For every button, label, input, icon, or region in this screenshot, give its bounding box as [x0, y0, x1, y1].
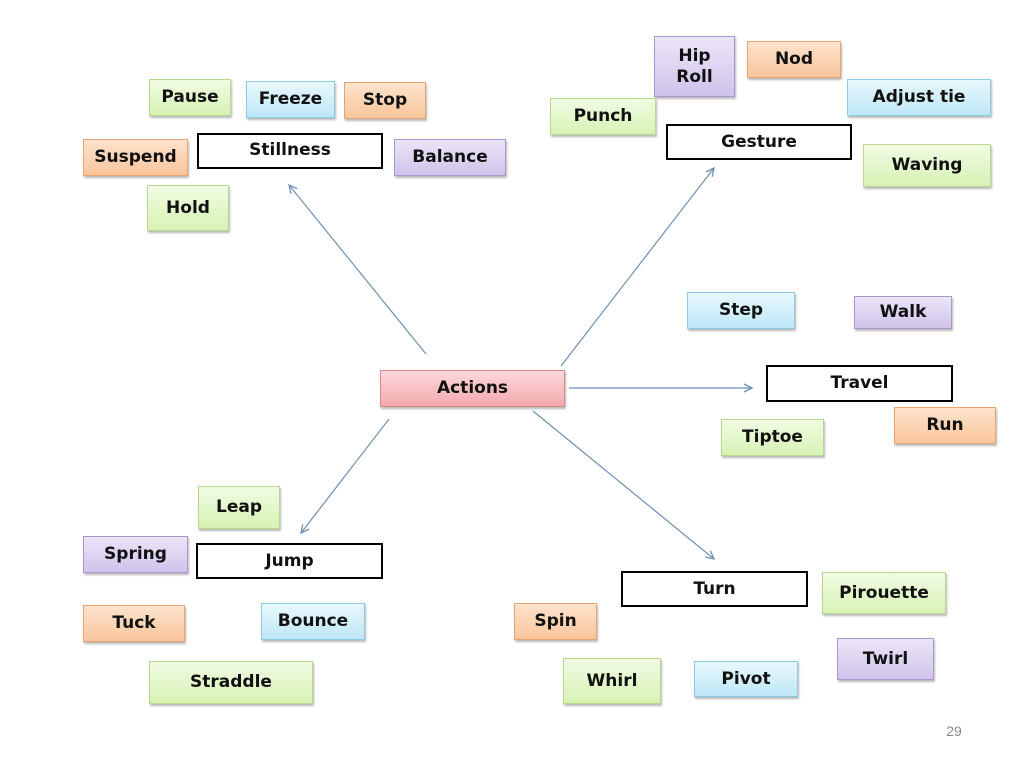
word-balance: Balance — [394, 139, 506, 176]
arrow-to-stillness — [288, 183, 427, 355]
word-straddle: Straddle — [149, 661, 313, 704]
word-pivot: Pivot — [694, 661, 798, 697]
word-step: Step — [687, 292, 795, 329]
arrow-to-gesture — [560, 166, 715, 367]
page-number: 29 — [946, 723, 962, 739]
word-tuck: Tuck — [83, 605, 185, 642]
word-hold: Hold — [147, 185, 229, 231]
category-turn: Turn — [621, 571, 808, 607]
actions-center-node: Actions — [380, 370, 565, 407]
word-stop: Stop — [344, 82, 426, 119]
word-twirl: Twirl — [837, 638, 934, 680]
word-tiptoe: Tiptoe — [721, 419, 824, 456]
word-leap: Leap — [198, 486, 280, 529]
word-adjust-tie: Adjust tie — [847, 79, 991, 116]
category-stillness: Stillness — [197, 133, 383, 169]
arrow-to-turn — [532, 410, 716, 560]
word-whirl: Whirl — [563, 658, 661, 704]
word-nod: Nod — [747, 41, 841, 78]
word-bounce: Bounce — [261, 603, 365, 640]
word-hip-roll: Hip Roll — [654, 36, 735, 97]
word-punch: Punch — [550, 98, 656, 135]
word-freeze: Freeze — [246, 81, 335, 118]
word-spin: Spin — [514, 603, 597, 640]
word-pirouette: Pirouette — [822, 572, 946, 614]
word-walk: Walk — [854, 296, 952, 329]
word-pause: Pause — [149, 79, 231, 116]
word-waving: Waving — [863, 144, 991, 187]
word-suspend: Suspend — [83, 139, 188, 176]
category-travel: Travel — [766, 365, 953, 402]
category-gesture: Gesture — [666, 124, 852, 160]
category-jump: Jump — [196, 543, 383, 579]
word-spring: Spring — [83, 536, 188, 573]
word-run: Run — [894, 407, 996, 444]
arrow-to-jump — [300, 418, 390, 535]
